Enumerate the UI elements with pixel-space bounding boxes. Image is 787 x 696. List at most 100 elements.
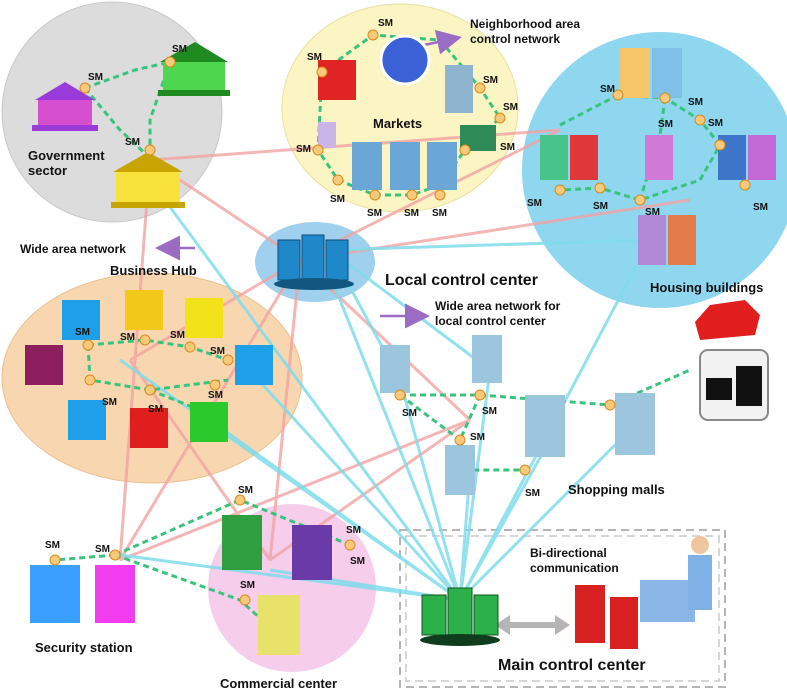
sm-label: SM <box>753 202 768 213</box>
sm-label: SM <box>404 208 419 219</box>
market-building-icon <box>318 60 356 100</box>
market-small-icon <box>318 122 336 148</box>
market-clock-icon <box>379 34 431 86</box>
housing-building-icon <box>668 215 696 265</box>
business-house-icon <box>25 345 63 385</box>
sm-label: SM <box>102 397 117 408</box>
neighborhood-network-label-line: Neighborhood area <box>470 17 580 31</box>
sm-label: SM <box>432 208 447 219</box>
business-house-icon <box>62 300 100 340</box>
markets-zone <box>281 3 519 213</box>
business-house-icon <box>235 345 273 385</box>
smart-meter-nodes <box>49 29 751 606</box>
sm-label: SM <box>210 346 225 357</box>
sm-label: SM <box>148 404 163 415</box>
government-sector-label: Government sector <box>28 148 108 178</box>
labels: Government sector Markets Neighborhood a… <box>20 17 763 691</box>
sm-label: SM <box>367 208 382 219</box>
market-tower-icon <box>390 142 420 190</box>
business-house-icon <box>130 408 168 448</box>
datacenter-server-icon <box>610 597 638 649</box>
operator-person-icon <box>688 555 712 610</box>
operator-person-icon <box>691 536 709 554</box>
housing-buildings-label: Housing buildings <box>650 280 763 295</box>
local-control-center-label: Local control center <box>385 272 538 289</box>
sm-label: SM <box>350 556 365 567</box>
mall-tower-icon <box>380 345 410 393</box>
market-tower-icon <box>352 142 382 190</box>
local-control-server-icon <box>274 234 354 290</box>
commercial-building-icon <box>292 525 332 580</box>
main-center-frame <box>399 529 726 688</box>
commercial-center-label: Commercial center <box>220 676 337 691</box>
main-control-server-icon <box>420 587 500 646</box>
sm-labels: SM SM SM SM SM SM SM SM SM SM SM SM SM S… <box>45 18 768 591</box>
housing-building-icon <box>620 48 650 98</box>
bus-icon <box>736 366 762 406</box>
government-building-icon <box>158 42 230 96</box>
wan-local-label: Wide area network for local control cent… <box>435 299 564 328</box>
sm-label: SM <box>238 485 253 496</box>
commercial-building-icon <box>222 515 262 570</box>
sm-label: SM <box>208 390 223 401</box>
government-zone <box>1 1 223 223</box>
government-building-icon <box>32 82 98 131</box>
sm-label: SM <box>172 44 187 55</box>
commercial-building-icon <box>258 595 300 655</box>
main-control-center-label: Main control center <box>498 657 646 674</box>
sm-label: SM <box>525 488 540 499</box>
shopping-malls-label: Shopping malls <box>568 482 665 497</box>
sm-label: SM <box>482 406 497 417</box>
sm-label: SM <box>88 72 103 83</box>
housing-building-icon <box>540 135 568 180</box>
sm-label: SM <box>75 327 90 338</box>
wide-area-network-label: Wide area network <box>20 242 126 256</box>
wan-local-label-line: local control center <box>435 314 546 328</box>
sm-label: SM <box>500 142 515 153</box>
sm-label: SM <box>120 332 135 343</box>
mall-tower-icon <box>472 335 502 383</box>
sm-label: SM <box>658 119 673 130</box>
housing-building-icon <box>570 135 598 180</box>
market-tower-icon <box>427 142 457 190</box>
bidirectional-label-line: communication <box>530 561 619 575</box>
sm-label: SM <box>95 544 110 555</box>
security-station-label: Security station <box>35 640 133 655</box>
business-house-icon <box>185 298 223 338</box>
sm-label: SM <box>402 408 417 419</box>
sm-label: SM <box>645 207 660 218</box>
sm-label: SM <box>45 540 60 551</box>
sm-label: SM <box>527 198 542 209</box>
housing-building-icon <box>638 215 666 265</box>
bidirectional-arrow <box>495 615 570 635</box>
mall-tower-icon <box>615 393 655 455</box>
sm-label: SM <box>307 52 322 63</box>
sm-label: SM <box>470 432 485 443</box>
housing-building-icon <box>748 135 776 180</box>
taxi-icon <box>706 378 732 400</box>
neighborhood-network-label-line: control network <box>470 32 560 46</box>
market-tower-icon <box>445 65 473 113</box>
housing-building-icon <box>645 135 673 180</box>
government-sector-label-line: Government <box>28 148 105 163</box>
markets-label: Markets <box>373 116 422 131</box>
mall-tower-icon <box>525 395 565 457</box>
sm-label: SM <box>296 144 311 155</box>
sm-label: SM <box>378 18 393 29</box>
business-house-icon <box>190 402 228 442</box>
neighborhood-network-label: Neighborhood area control network <box>470 17 583 46</box>
business-hub-label: Business Hub <box>110 263 197 278</box>
sm-label: SM <box>708 118 723 129</box>
sm-label: SM <box>503 102 518 113</box>
sm-label: SM <box>600 84 615 95</box>
main-center-frame-inner <box>405 535 720 682</box>
sm-label: SM <box>125 137 140 148</box>
government-building-icon <box>111 152 185 208</box>
car-icon <box>695 300 760 340</box>
sm-label: SM <box>346 525 361 536</box>
sm-label: SM <box>170 330 185 341</box>
business-house-icon <box>68 400 106 440</box>
sm-label: SM <box>330 194 345 205</box>
bidirectional-label: Bi-directional communication <box>530 546 619 575</box>
